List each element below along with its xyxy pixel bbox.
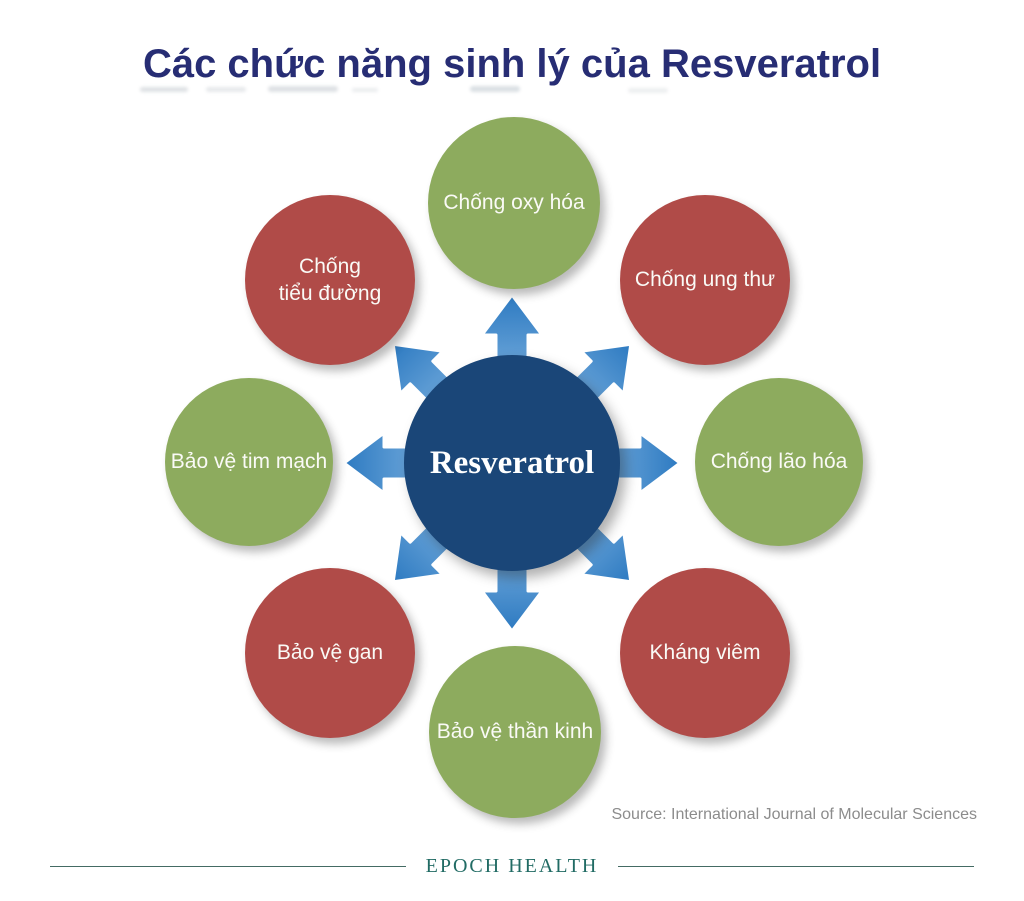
artifact-smudge (206, 87, 246, 92)
artifact-smudge (352, 88, 378, 92)
node-anticancer: Chống ung thư (620, 195, 790, 365)
page-title: Các chức năng sinh lý của Resveratrol (142, 42, 882, 86)
center-node: Resveratrol (404, 355, 620, 571)
node-label: Kháng viêm (649, 641, 761, 665)
node-label: Chống lão hóa (710, 450, 848, 474)
footer-rule-left (50, 865, 406, 867)
node-label: Bảo vệ thần kinh (436, 720, 594, 744)
footer: EPOCH HEALTH (50, 852, 974, 880)
node-neuroprotection: Bảo vệ thần kinh (429, 646, 601, 818)
node-label: Bảo vệ tim mạch (170, 450, 328, 474)
footer-rule-right (618, 865, 974, 867)
artifact-smudge (140, 87, 188, 92)
node-antiaging: Chống lão hóa (695, 378, 863, 546)
node-antidiabetic: Chống tiểu đường (245, 195, 415, 365)
node-antiinflammatory: Kháng viêm (620, 568, 790, 738)
node-label: Chống oxy hóa (443, 191, 585, 215)
node-label: Chống tiểu đường (278, 254, 382, 305)
node-cardio-protection: Bảo vệ tim mạch (165, 378, 333, 546)
artifact-smudge (268, 86, 338, 92)
node-label: Chống ung thư (634, 268, 776, 292)
brand-logo-text: EPOCH HEALTH (425, 854, 599, 877)
artifact-smudge (470, 86, 520, 92)
node-antioxidant: Chống oxy hóa (428, 117, 600, 289)
node-label: Bảo vệ gan (276, 641, 384, 665)
source-credit: Source: International Journal of Molecul… (611, 806, 977, 823)
artifact-smudge (628, 88, 668, 93)
center-label: Resveratrol (429, 444, 595, 481)
node-liver-protection: Bảo vệ gan (245, 568, 415, 738)
